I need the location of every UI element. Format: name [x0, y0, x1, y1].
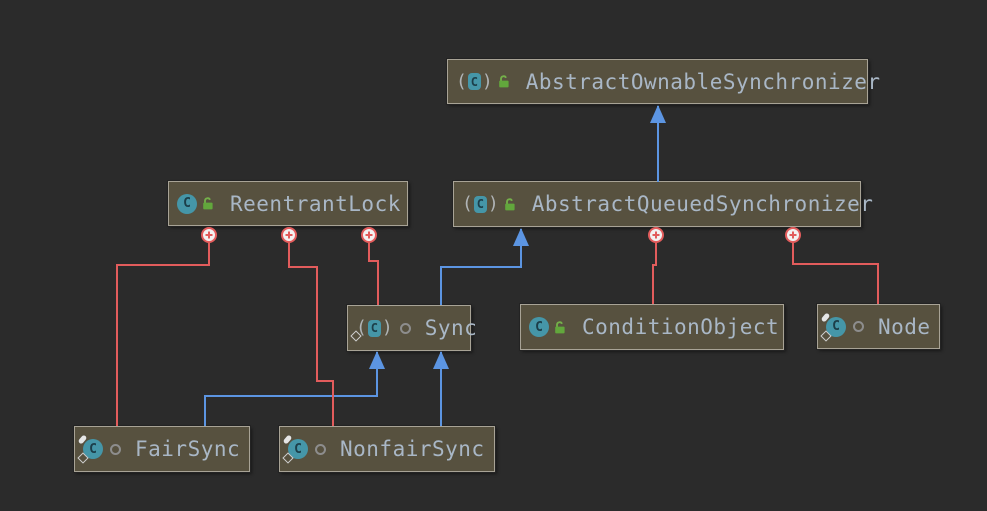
class-icon: C	[820, 311, 846, 342]
inner-class-anchor-icon	[201, 227, 217, 243]
class-name-label: FairSync	[135, 437, 241, 461]
extends-arrowhead-icon	[513, 228, 529, 246]
inner-class-anchor-icon	[281, 227, 297, 243]
class-letter: C	[826, 316, 846, 337]
class-name-label: ConditionObject	[582, 315, 780, 339]
inner-class-edge	[368, 243, 379, 305]
class-letter: C	[467, 73, 481, 90]
plus-icon	[365, 231, 373, 239]
inner-class-anchor-icon	[648, 227, 664, 243]
class-letter: C	[529, 317, 549, 337]
class-node-condition-object[interactable]: C ConditionObject	[520, 304, 784, 350]
abstract-paren: )	[381, 317, 393, 338]
class-name-label: Node	[878, 314, 931, 339]
abstract-class-icon: (C)	[456, 70, 493, 92]
inner-class-anchor-icon	[361, 227, 377, 243]
class-node-sync[interactable]: (C) Sync	[347, 305, 477, 351]
class-node-reentrant-lock[interactable]: C ReentrantLock	[168, 181, 408, 226]
abstract-paren: )	[481, 70, 493, 92]
class-icon: C	[282, 434, 308, 464]
class-icon: C	[529, 317, 549, 337]
abstract-class-icon: (C)	[350, 317, 393, 342]
class-node-fair-sync[interactable]: C FairSync	[74, 426, 250, 472]
public-lock-icon	[201, 196, 216, 211]
class-letter: C	[177, 193, 197, 214]
public-lock-icon	[497, 74, 512, 89]
abstract-paren: (	[462, 193, 473, 214]
inner-class-edge	[116, 243, 210, 426]
public-lock-icon	[553, 320, 568, 335]
package-private-icon	[315, 443, 326, 455]
abstract-paren: (	[456, 70, 467, 92]
inner-class-anchor-icon	[785, 227, 801, 243]
class-letter: C	[83, 439, 103, 459]
class-name-label: AbstractOwnableSynchronizer	[525, 69, 881, 94]
plus-icon	[285, 231, 293, 239]
extends-arrowhead-icon	[369, 351, 385, 369]
class-letter: C	[288, 439, 308, 459]
class-name-label: Sync	[424, 316, 478, 340]
package-private-icon	[853, 321, 864, 332]
inner-class-edge	[288, 243, 334, 426]
plus-icon	[205, 231, 213, 239]
extends-edge	[440, 229, 522, 305]
class-letter: C	[473, 195, 487, 213]
extends-edge	[204, 352, 378, 426]
class-icon: C	[177, 193, 197, 214]
plus-icon	[789, 231, 797, 239]
inner-class-edge	[792, 243, 879, 304]
package-private-icon	[399, 322, 411, 334]
extends-arrowhead-icon	[650, 105, 666, 123]
class-letter: C	[367, 319, 381, 337]
plus-icon	[652, 231, 660, 239]
class-node-abstract-ownable-synchronizer[interactable]: (C) AbstractOwnableSynchronizer	[447, 59, 880, 104]
inner-class-edge	[652, 243, 657, 304]
abstract-paren: (	[356, 317, 367, 338]
class-name-label: AbstractQueuedSynchronizer	[531, 192, 874, 216]
package-private-icon	[110, 443, 121, 455]
class-node-nonfair-sync[interactable]: C NonfairSync	[279, 426, 495, 472]
class-icon: C	[77, 434, 103, 464]
class-name-label: ReentrantLock	[230, 191, 401, 216]
class-node-node[interactable]: C Node	[817, 304, 940, 349]
abstract-class-icon: (C)	[462, 195, 499, 213]
public-lock-icon	[503, 197, 518, 212]
extends-arrowhead-icon	[433, 351, 449, 369]
class-name-label: NonfairSync	[340, 437, 485, 461]
class-node-abstract-queued-synchronizer[interactable]: (C) AbstractQueuedSynchronizer	[453, 181, 873, 227]
abstract-paren: )	[487, 193, 499, 214]
